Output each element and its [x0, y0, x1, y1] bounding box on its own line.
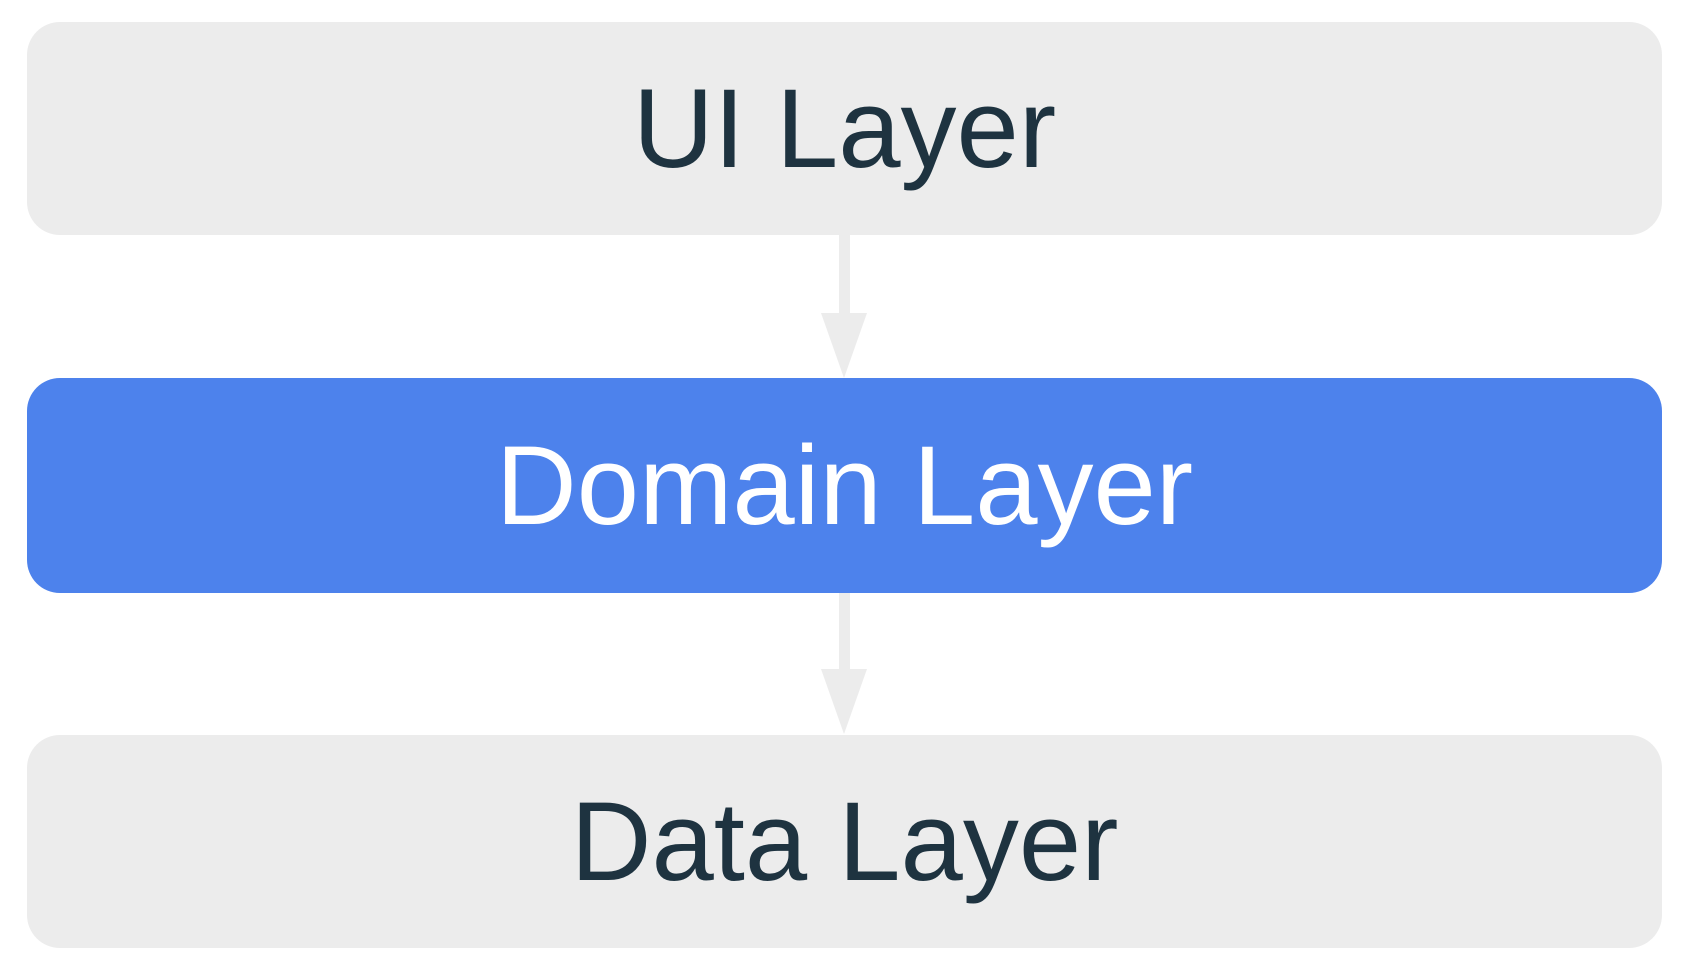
layer-box-ui: UI Layer — [27, 22, 1662, 235]
arrow-stem — [839, 235, 850, 314]
layer-label-data: Data Layer — [570, 778, 1119, 904]
arrow-stem — [839, 593, 850, 670]
layer-label-ui: UI Layer — [632, 65, 1057, 191]
layer-box-domain: Domain Layer — [27, 378, 1662, 593]
down-arrow-head-icon — [821, 669, 867, 734]
down-arrow-head-icon — [821, 313, 867, 378]
layer-box-data: Data Layer — [27, 735, 1662, 948]
layer-label-domain: Domain Layer — [495, 422, 1194, 548]
